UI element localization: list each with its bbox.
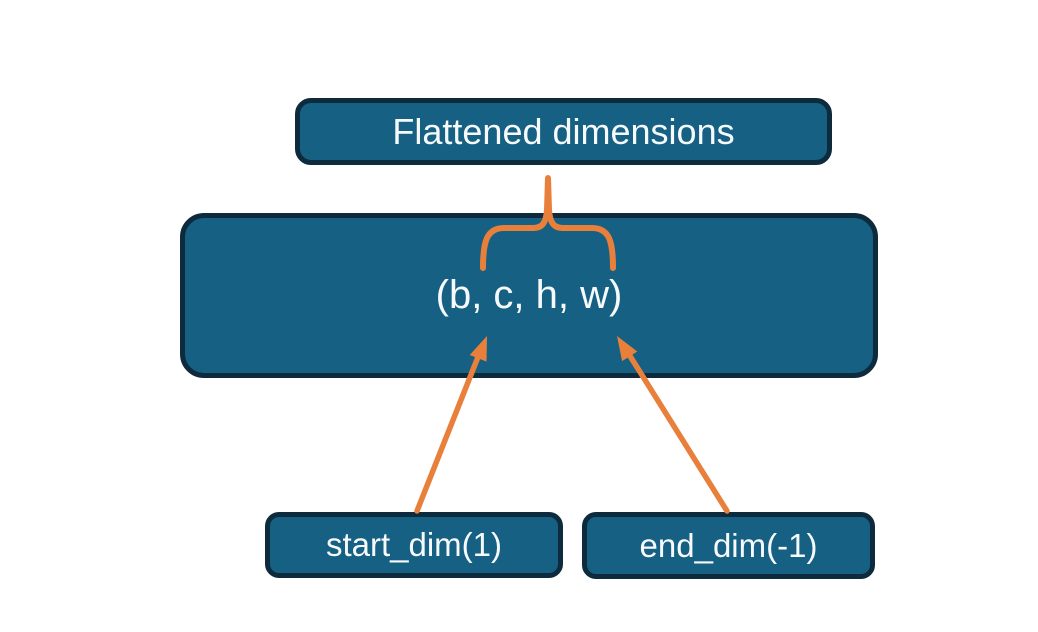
node-flattened-dimensions: Flattened dimensions — [295, 98, 832, 165]
tensor-shape-label: (b, c, h, w) — [435, 273, 623, 317]
end-dim-label: end_dim(-1) — [639, 526, 818, 564]
node-tensor-shape: (b, c, h, w) — [180, 213, 878, 378]
start-dim-label: start_dim(1) — [325, 526, 503, 563]
node-end-dim: end_dim(-1) — [582, 512, 875, 579]
flattened-dimensions-label: Flattened dimensions — [392, 110, 735, 152]
start-dim-arrow-line — [414, 354, 481, 514]
end-dim-arrow-line — [627, 353, 730, 514]
node-start-dim: start_dim(1) — [265, 512, 563, 578]
